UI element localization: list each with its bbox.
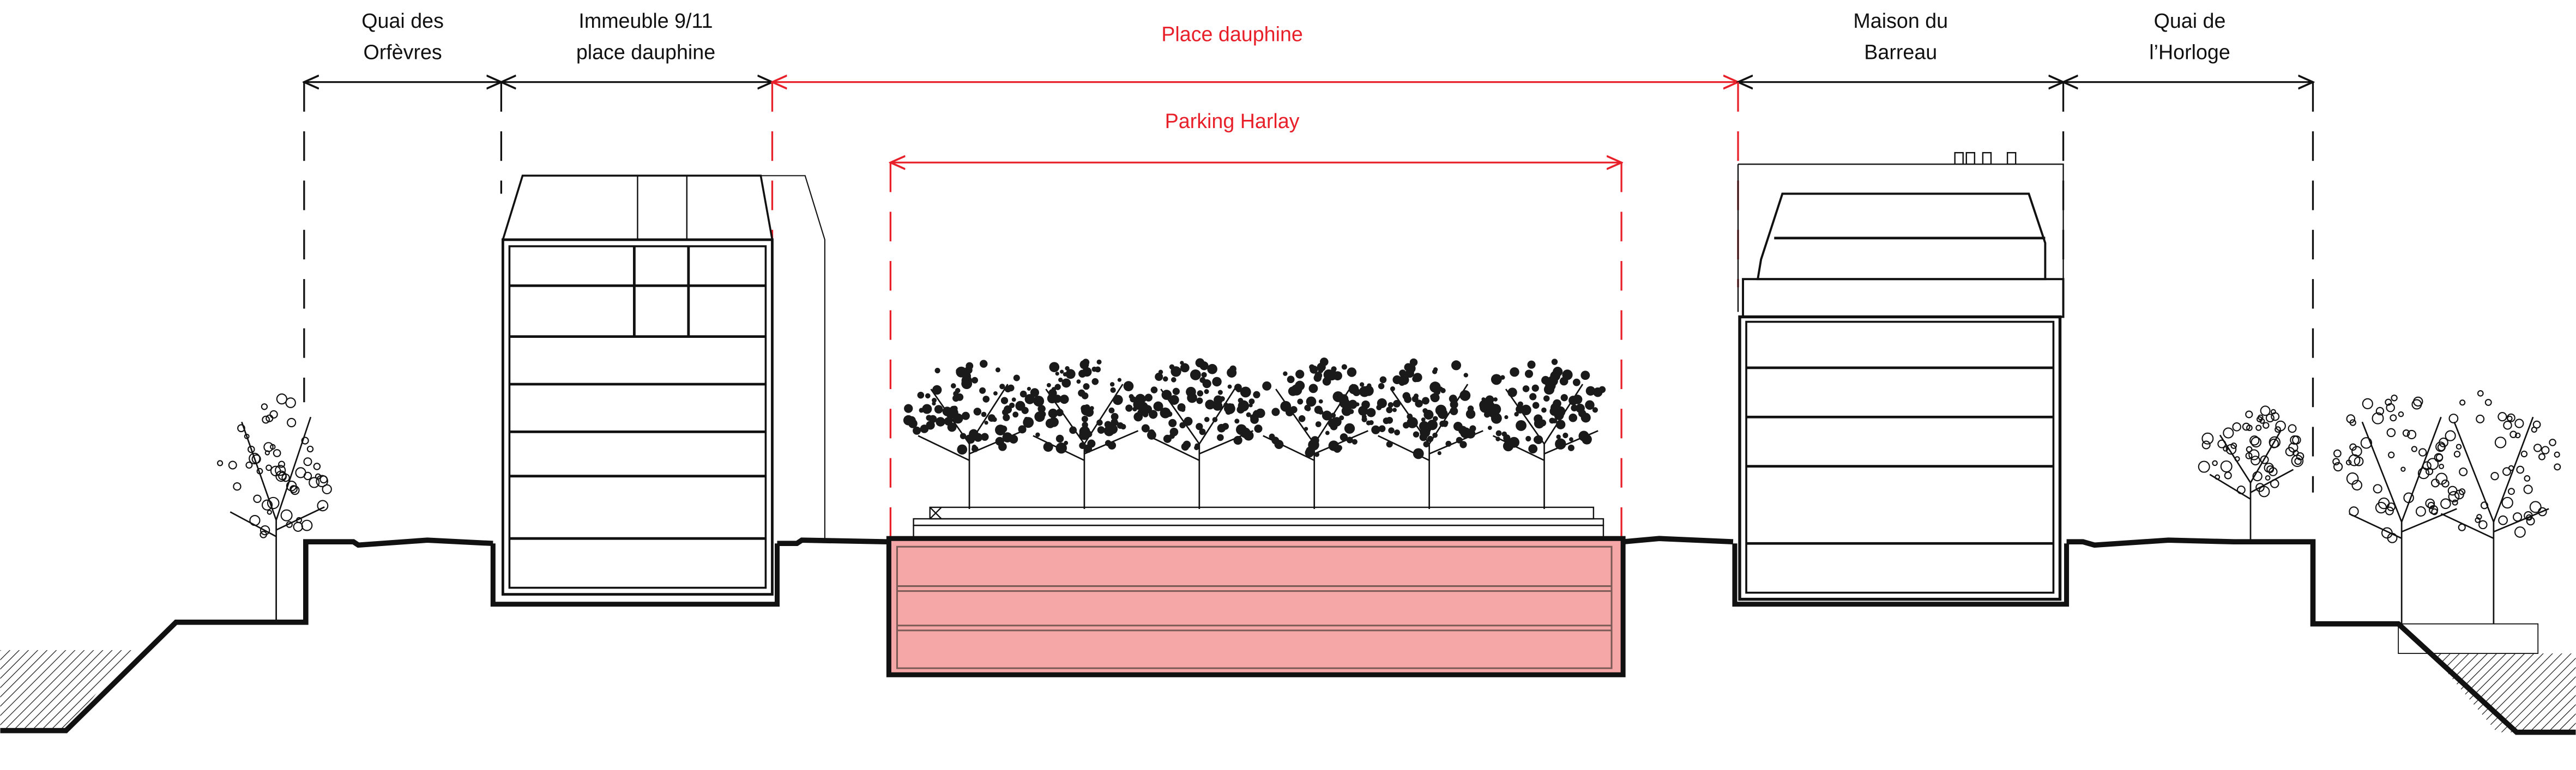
tree-icon — [1133, 358, 1258, 509]
tree-icon — [1480, 359, 1606, 509]
labels: Quai des Orfèvres Immeuble 9/11 place da… — [361, 9, 2230, 132]
parking-harlay — [886, 536, 1626, 677]
label-immeuble-1: Immeuble 9/11 — [578, 9, 713, 32]
quay-wall-right — [2398, 623, 2539, 654]
tree-icon — [1366, 358, 1496, 509]
building-maison-du-barreau — [1732, 151, 2070, 607]
trees — [217, 357, 2561, 624]
building-immeuble — [490, 174, 825, 607]
tree-icon — [903, 360, 1035, 509]
label-maison-2: Barreau — [1864, 40, 1937, 63]
dimension-lines — [304, 82, 2313, 539]
label-quai-horloge-2: l’Horloge — [2149, 40, 2230, 63]
ground-line — [0, 536, 2576, 735]
tree-icon — [217, 393, 332, 621]
label-quai-orfevres-2: Orfèvres — [363, 40, 442, 63]
tree-icon — [2427, 390, 2561, 624]
tree-icon — [1024, 359, 1153, 509]
tree-icon — [1248, 357, 1376, 509]
tree-icon — [2198, 405, 2304, 542]
label-quai-horloge-1: Quai de — [2154, 9, 2226, 32]
label-parking-harlay: Parking Harlay — [1165, 110, 1300, 132]
tree-icon — [2332, 395, 2468, 624]
river-left — [0, 650, 132, 731]
label-maison-1: Maison du — [1853, 9, 1948, 32]
river-right — [2431, 653, 2576, 732]
extension-lines — [303, 82, 2314, 539]
label-immeuble-2: place dauphine — [576, 40, 715, 63]
label-quai-orfevres-1: Quai des — [361, 9, 444, 32]
label-place-dauphine: Place dauphine — [1161, 22, 1303, 45]
place-platform — [913, 506, 1604, 539]
